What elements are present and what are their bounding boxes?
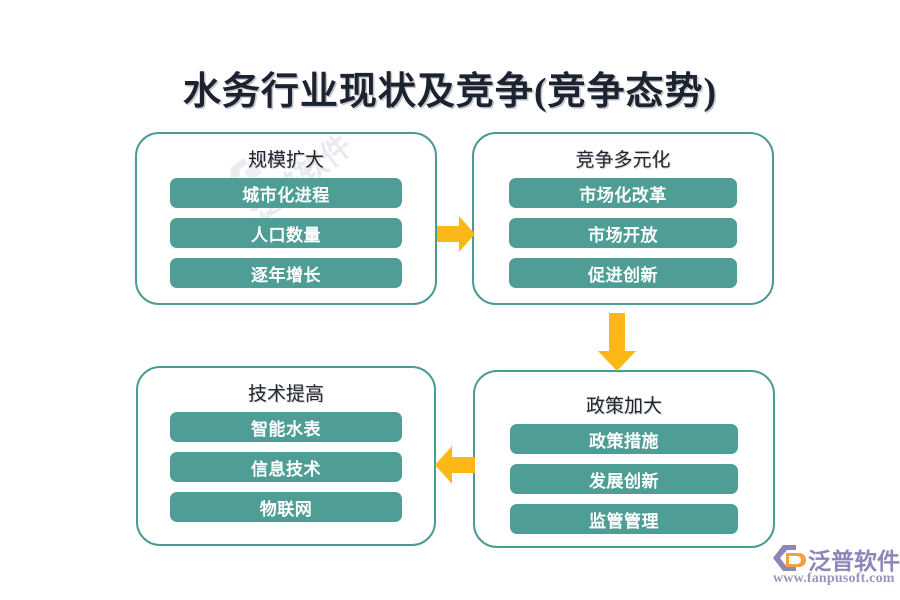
pill-item[interactable]: 逐年增长 — [170, 258, 402, 288]
node-box-competition-diversification[interactable]: 竞争多元化 市场化改革 市场开放 促进创新 — [472, 132, 774, 305]
brand-url: www.fanpusoft.com — [773, 571, 895, 586]
page-title: 水务行业现状及竞争(竞争态势) — [182, 71, 718, 113]
pill-item[interactable]: 市场化改革 — [509, 178, 737, 208]
pill-item[interactable]: 智能水表 — [170, 412, 402, 442]
arrow-left-icon — [435, 446, 475, 484]
pill-item[interactable]: 监管管理 — [510, 504, 738, 534]
pill-item[interactable]: 物联网 — [170, 492, 402, 522]
fanpu-logo-icon — [773, 545, 806, 571]
box-heading: 政策加大 — [585, 396, 662, 417]
pill-list: 智能水表 信息技术 物联网 — [138, 412, 434, 522]
box-heading: 竞争多元化 — [575, 150, 671, 171]
node-box-technology-improvement[interactable]: 技术提高 智能水表 信息技术 物联网 — [136, 366, 436, 546]
pill-item[interactable]: 市场开放 — [509, 218, 737, 248]
box-heading: 技术提高 — [247, 384, 324, 405]
pill-item[interactable]: 发展创新 — [510, 464, 738, 494]
pill-item[interactable]: 政策措施 — [510, 424, 738, 454]
arrow-right-icon — [437, 216, 475, 252]
pill-list: 市场化改革 市场开放 促进创新 — [474, 178, 772, 288]
pill-item[interactable]: 促进创新 — [509, 258, 737, 288]
pill-item[interactable]: 信息技术 — [170, 452, 402, 482]
pill-list: 城市化进程 人口数量 逐年增长 — [137, 178, 435, 288]
arrow-down-icon — [598, 313, 636, 371]
box-heading: 规模扩大 — [247, 150, 324, 171]
brand-name: 泛普软件 — [808, 549, 900, 574]
pill-item[interactable]: 城市化进程 — [170, 178, 402, 208]
pill-list: 政策措施 发展创新 监管管理 — [475, 424, 773, 534]
node-box-scale-expansion[interactable]: 规模扩大 城市化进程 人口数量 逐年增长 — [135, 132, 437, 305]
pill-item[interactable]: 人口数量 — [170, 218, 402, 248]
brand-logo: 泛普软件 www.fanpusoft.com — [772, 542, 900, 590]
node-box-policy-strengthening[interactable]: 政策加大 政策措施 发展创新 监管管理 — [473, 370, 775, 548]
